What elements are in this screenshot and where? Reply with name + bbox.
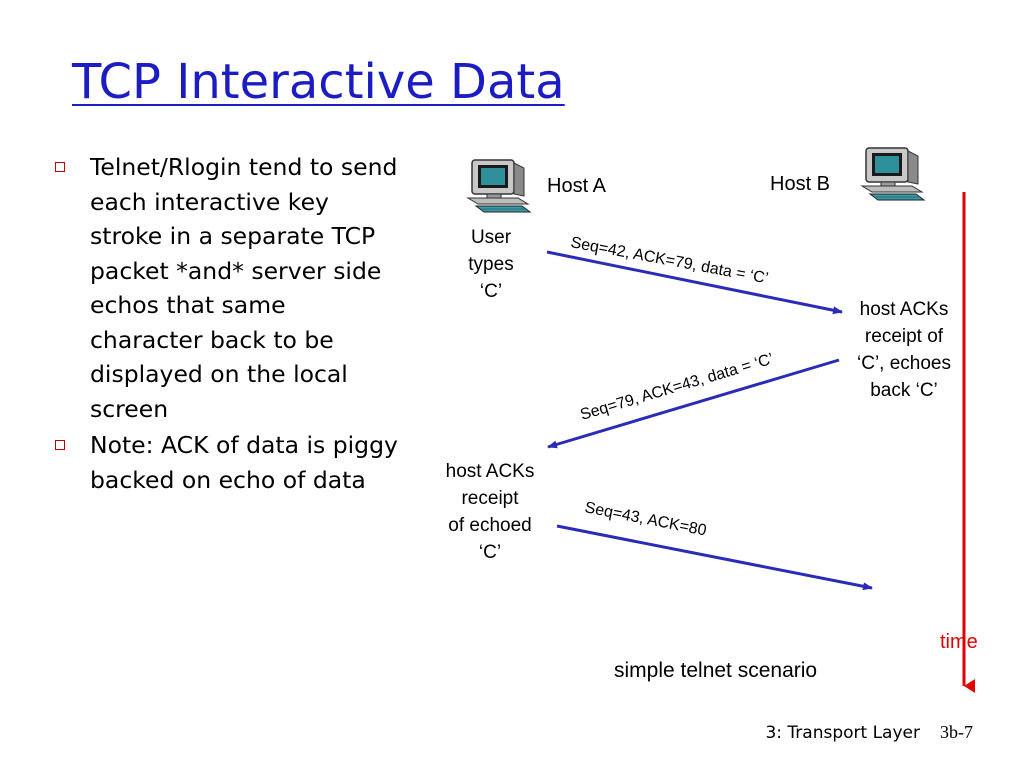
message-arrow-2 (547, 358, 840, 449)
bullet-item: Telnet/Rlogin tend to send each interact… (48, 150, 398, 426)
svg-text:‘C’: ‘C’ (480, 281, 502, 302)
host-a-label: Host A (547, 175, 607, 197)
square-bullet-icon (55, 162, 65, 172)
message-arrow-1 (546, 250, 843, 315)
bullet-text: Telnet/Rlogin tend to send each interact… (90, 153, 398, 423)
svg-text:receipt of: receipt of (865, 326, 944, 347)
footer-slide-number: 3b-7 (940, 722, 973, 742)
svg-text:‘C’, echoes: ‘C’, echoes (857, 353, 951, 374)
svg-text:types: types (468, 254, 513, 275)
svg-text:back ‘C’: back ‘C’ (870, 380, 938, 401)
diagram-caption: simple telnet scenario (614, 659, 817, 682)
host-acks-echo-note: host ACKs receipt of echoed ‘C’ (446, 461, 535, 563)
svg-text:‘C’: ‘C’ (479, 542, 501, 563)
user-types-note: User types ‘C’ (468, 227, 513, 302)
svg-text:host ACKs: host ACKs (446, 461, 535, 482)
host-b-ack-note: host ACKs receipt of ‘C’, echoes back ‘C… (857, 299, 951, 401)
svg-text:of echoed: of echoed (448, 515, 531, 536)
svg-text:User: User (471, 227, 512, 248)
svg-text:receipt: receipt (461, 488, 519, 509)
host-b-computer-icon (861, 147, 925, 201)
slide-title: TCP Interactive Data (72, 54, 565, 110)
square-bullet-icon (55, 440, 65, 450)
host-b-label: Host B (770, 173, 830, 195)
bullet-list: Telnet/Rlogin tend to send each interact… (48, 150, 398, 499)
host-a-computer-icon (467, 159, 531, 213)
time-label: time (940, 631, 978, 653)
message-arrow-3 (556, 524, 873, 591)
message-label-1: Seq=42, ACK=79, data = ‘C’ (569, 234, 769, 287)
svg-text:host ACKs: host ACKs (860, 299, 949, 320)
bullet-text: Note: ACK of data is piggy backed on ech… (90, 431, 398, 494)
footer-section: 3: Transport Layer (765, 723, 920, 743)
bullet-item: Note: ACK of data is piggy backed on ech… (48, 428, 398, 497)
